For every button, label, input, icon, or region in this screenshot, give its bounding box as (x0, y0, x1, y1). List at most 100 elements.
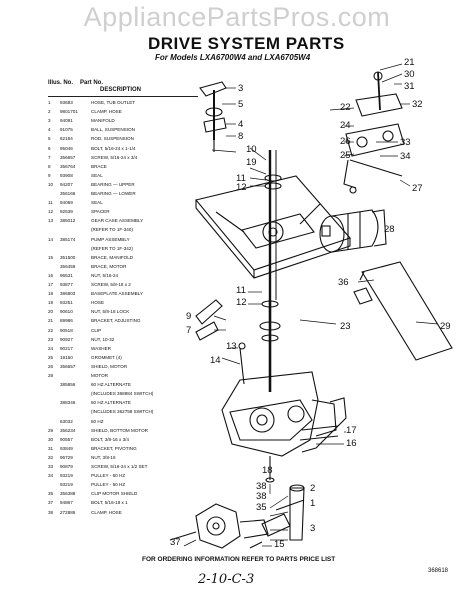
callout-12a: 12 (236, 182, 247, 193)
table-header-description: DESCRIPTION (100, 87, 142, 93)
part-description: MOTOR (91, 373, 109, 378)
part-number: 385856 (60, 382, 76, 388)
part-number: 63032 (60, 418, 73, 424)
part-description: MANIFOLD (91, 118, 115, 124)
pump-drawing (169, 503, 269, 549)
part-illus-no: 32 (48, 454, 54, 460)
part-number: 90518 (60, 327, 73, 333)
part-illus-no: 9 (48, 172, 51, 178)
part-illus-no: 3 (48, 118, 51, 124)
callout-3: 3 (238, 83, 244, 94)
part-description: GROMMET (4) (91, 354, 122, 360)
part-description: (REFER TO 1F-340) (91, 227, 133, 233)
callout-3b: 3 (310, 523, 316, 534)
part-illus-no: 29 (48, 427, 54, 433)
part-description: NUT, 5/16-24 (91, 272, 119, 278)
part-description: SPACER (91, 209, 110, 215)
part-description: PUMP ASSEMBLY (91, 236, 130, 242)
part-illus-no: 18 (48, 291, 54, 297)
part-illus-no: 13 (48, 218, 54, 224)
table-header-part: Part No. (80, 80, 104, 86)
part-description: SCREW, 5/8-18 x 2 (91, 282, 131, 287)
part-number: 356166 (60, 191, 76, 196)
baseplate-drawing (195, 150, 351, 300)
part-number: 93683 (60, 100, 73, 105)
part-illus-no: 7 (48, 154, 51, 160)
part-illus-no: 34 (48, 473, 54, 479)
part-number: 93219 (60, 473, 73, 479)
callout-28: 28 (384, 224, 395, 235)
part-illus-no: 14 (48, 236, 54, 242)
part-number: 96531 (60, 272, 73, 278)
part-number: 93251 (60, 300, 73, 306)
part-description: (INCLUDES 362758 SWITCH) (91, 409, 154, 415)
part-number: 90557 (60, 436, 73, 442)
callout-25: 25 (340, 150, 351, 161)
callout-1: 1 (310, 498, 316, 509)
part-description: SEAL (91, 200, 103, 206)
callout-21: 21 (404, 57, 415, 68)
callout-5: 5 (238, 99, 244, 110)
part-illus-no: 6 (48, 145, 51, 151)
callout-2: 2 (310, 483, 316, 494)
part-number: 386803 (60, 291, 76, 297)
part-number: 356657 (60, 363, 76, 369)
part-description: WASHER (91, 345, 111, 351)
callout-10: 10 (246, 144, 257, 155)
pivot-bracket-drawing (343, 71, 405, 194)
part-number: 9801701 (60, 109, 78, 115)
bottom-motor-shield-drawing (353, 287, 373, 305)
leader-lines (183, 63, 439, 547)
hose-drawing (249, 484, 305, 549)
part-description: BRACKET, PIVOTING (91, 445, 137, 451)
part-description: SCREW, 5/16-24 x 3/4 (91, 154, 138, 160)
part-illus-no: 33 (48, 464, 54, 469)
part-illus-no: 4 (48, 127, 51, 133)
part-number: 356764 (60, 163, 76, 169)
callout-16: 16 (346, 438, 357, 449)
callout-14: 14 (210, 355, 221, 366)
callout-23: 23 (340, 321, 351, 332)
gear-case-drawing (221, 300, 337, 457)
part-number: 90217 (60, 345, 73, 351)
table-header-rule (48, 96, 198, 97)
part-number: 272886 (60, 509, 76, 515)
part-description: BRACE, MOTOR (91, 263, 127, 269)
manifold-brace-drawing (299, 397, 347, 453)
part-number: 93908 (60, 172, 73, 178)
callout-37: 37 (170, 537, 181, 548)
part-illus-no: 2 (48, 109, 51, 115)
part-description: HOSE (91, 300, 105, 306)
callout-38a: 38 (256, 481, 267, 492)
part-description: SHIELD, MOTOR (91, 363, 128, 369)
part-number: 356388 (60, 491, 76, 497)
part-description: PULLEY - 60 HZ (91, 473, 126, 479)
part-description: (INCLUDES 368884 SWITCH) (91, 391, 154, 397)
callout-27: 27 (412, 183, 423, 194)
part-number: 94069 (60, 200, 73, 206)
part-number: 90927 (60, 336, 73, 342)
handwritten-note: 2-10-C-3 (198, 572, 255, 587)
callout-35: 35 (256, 502, 267, 513)
parts-table-row: 3 94091 MANIFOLD (48, 117, 198, 124)
part-number: 94091 (60, 118, 73, 124)
part-number: 356234 (60, 427, 76, 433)
part-number: 92539 (60, 209, 73, 215)
